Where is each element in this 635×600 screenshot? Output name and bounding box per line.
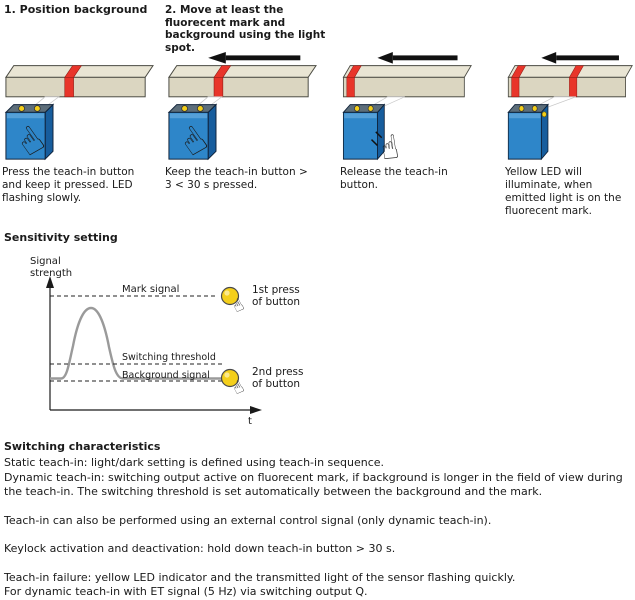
first-press-label: of button <box>252 296 300 308</box>
switching-characteristics: Switching characteristics Static teach-i… <box>4 440 628 600</box>
step3-figure: ☝ <box>342 52 472 164</box>
sensitivity-graph: Signal strength t Mark signal Switching … <box>30 256 304 427</box>
fluorescent-mark <box>213 65 232 98</box>
step2-figure: ☝ <box>167 52 317 164</box>
background-bar <box>507 65 633 98</box>
sensor-screw-icon <box>354 105 360 112</box>
step4-figure <box>507 52 633 161</box>
y-axis-label: Signal <box>30 256 61 267</box>
fluorescent-mark <box>346 65 362 98</box>
sensor-screw-icon <box>181 105 188 112</box>
first-press-button: ☝ <box>220 286 248 318</box>
switching-threshold-label: Switching threshold <box>122 352 216 363</box>
sensor <box>167 103 218 161</box>
sensor-screw-icon <box>531 105 538 112</box>
hand-icon: ☝ <box>378 128 401 164</box>
sensitivity-heading: Sensitivity setting <box>4 231 118 244</box>
characteristics-paragraph: Dynamic teach-in: switching output activ… <box>4 470 623 499</box>
sensor <box>4 103 55 161</box>
characteristics-paragraph: For dynamic teach-in with ET signal (5 H… <box>4 585 368 598</box>
background-signal-label: Background signal <box>122 370 210 381</box>
x-axis-label: t <box>248 416 252 427</box>
characteristics-paragraph: Teach-in can also be performed using an … <box>4 513 492 527</box>
sensor-screw-icon <box>33 105 41 112</box>
step2-caption: Keep the teach-in button > 3 < 30 s pres… <box>165 166 308 191</box>
hand-icon: ☝ <box>229 377 248 400</box>
characteristics-paragraph: Teach-in failure: yellow LED indicator a… <box>4 570 516 584</box>
step4-caption: Yellow LED will illuminate, when emitted… <box>505 166 622 217</box>
sensor-screw-icon <box>367 105 374 112</box>
background-bar <box>168 65 317 98</box>
sensor-screw-icon <box>18 105 25 112</box>
step1-caption: Press the teach-in button and keep it pr… <box>2 166 135 204</box>
characteristics-heading: Switching characteristics <box>4 440 161 453</box>
y-axis <box>46 276 54 410</box>
fluorescent-mark <box>568 65 584 98</box>
first-press-label: 1st press <box>252 284 300 296</box>
step3-caption: Release the teach-in button. <box>340 166 448 191</box>
second-press-label: 2nd press <box>252 366 304 378</box>
fluorescent-mark <box>64 65 82 98</box>
second-press-label: of button <box>252 378 300 390</box>
hand-icon: ☝ <box>229 295 248 318</box>
step1-figure: ☝ <box>4 65 154 164</box>
y-axis-label: strength <box>30 268 72 279</box>
step2-heading: 2. Move at least the fluorecent mark and… <box>165 4 326 54</box>
step1-heading: 1. Position background <box>4 3 148 16</box>
characteristics-paragraph: Keylock activation and deactivation: hol… <box>4 542 396 555</box>
second-press-button: ☝ <box>220 368 248 400</box>
background-bar <box>5 65 154 98</box>
release-motion-lines <box>371 131 383 147</box>
signal-curve <box>50 306 222 380</box>
x-axis: t <box>50 406 262 427</box>
sensor <box>342 103 386 161</box>
move-arrow-icon <box>208 52 301 64</box>
fluorescent-mark <box>511 65 527 98</box>
sensor <box>507 103 549 161</box>
background-bar <box>342 65 472 98</box>
sensor-screw-icon <box>518 105 525 112</box>
mark-signal-label: Mark signal <box>122 284 179 295</box>
move-arrow-icon <box>377 52 458 64</box>
move-arrow-icon <box>541 52 619 64</box>
yellow-led <box>541 111 547 118</box>
characteristics-paragraph: Static teach-in: light/dark setting is d… <box>4 456 385 469</box>
sensor-screw-icon <box>196 105 204 112</box>
